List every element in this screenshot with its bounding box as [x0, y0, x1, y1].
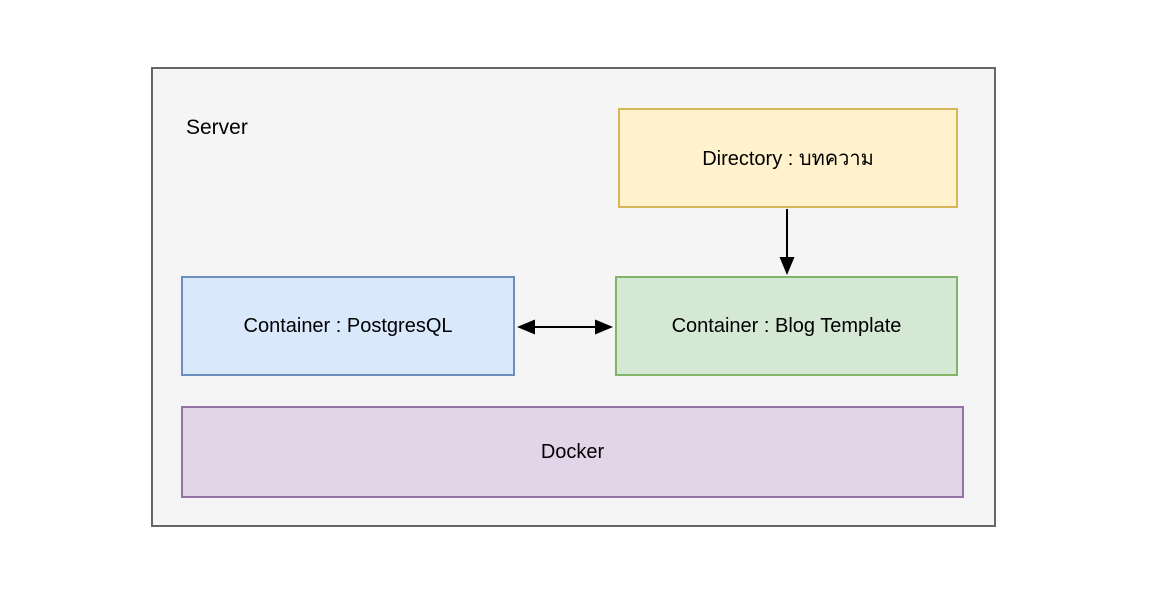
server-container-label: Server	[186, 116, 248, 139]
node-directory-label: Directory : บทความ	[702, 148, 874, 170]
node-container-postgresql: Container : PostgresQL	[181, 276, 515, 376]
node-container-blog-template-label: Container : Blog Template	[671, 314, 902, 337]
node-container-postgresql-label: Container : PostgresQL	[243, 314, 453, 337]
node-docker-label: Docker	[540, 440, 605, 463]
node-directory: Directory : บทความ	[618, 108, 958, 208]
node-docker: Docker	[181, 406, 964, 498]
node-container-blog-template: Container : Blog Template	[615, 276, 958, 376]
